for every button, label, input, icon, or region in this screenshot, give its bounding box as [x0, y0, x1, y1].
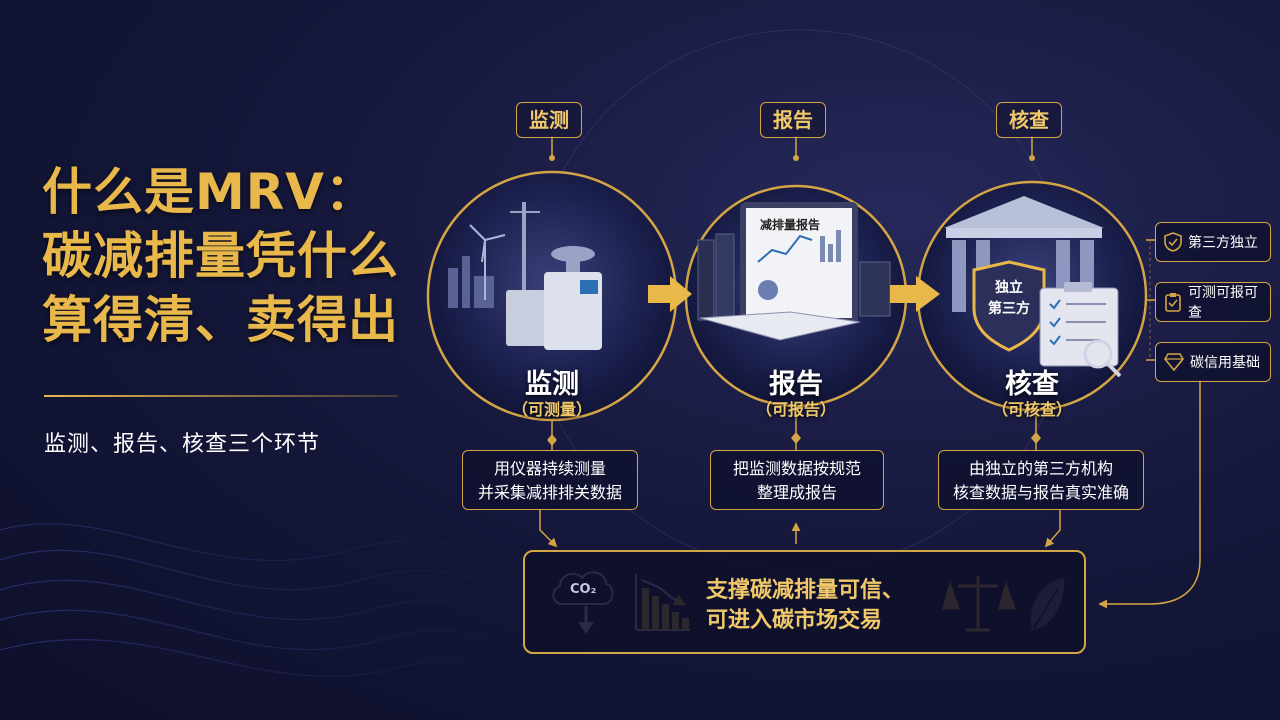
reporting-desc-line-1: 把监测数据按规范 — [732, 459, 861, 478]
diamond-icon — [1164, 353, 1184, 371]
shield-label: 独立 第三方 — [976, 278, 1042, 320]
wave-decoration — [0, 523, 561, 711]
monitoring-circle — [426, 170, 678, 422]
checklist-icon — [1165, 293, 1181, 312]
verification-description: 由独立的第三方机构 核查数据与报告真实准确 — [938, 450, 1144, 510]
tag-verification: 核查 — [996, 102, 1062, 138]
verification-desc-line-1: 由独立的第三方机构 — [968, 459, 1113, 478]
reporting-label: 报告 — [769, 369, 823, 400]
verification-circle — [916, 180, 1148, 412]
verification-desc-line-2: 核查数据与报告真实准确 — [952, 483, 1129, 502]
verification-sublabel: （可核查） — [991, 400, 1072, 419]
report-document-title: 减排量报告 — [760, 218, 821, 232]
outcome-line-2: 可进入碳市场交易 — [706, 608, 883, 633]
title-line-2: 碳减排量凭什么 — [42, 227, 399, 285]
side-tag-mrv: 可测可报可查 — [1155, 282, 1271, 322]
reporting-sublabel: （可报告） — [755, 400, 836, 419]
shield-line-2: 第三方 — [988, 301, 1030, 317]
tag-reporting: 报告 — [760, 102, 826, 138]
outcome-text: 支撑碳减排量可信、 可进入碳市场交易 — [706, 576, 904, 636]
title-line-3: 算得清、卖得出 — [42, 291, 399, 349]
monitoring-desc-line-2: 并采集减排排关数据 — [477, 483, 622, 502]
side-tag-third-party: 第三方独立 — [1155, 222, 1271, 262]
reporting-desc-line-2: 整理成报告 — [756, 483, 837, 502]
verification-label: 核查 — [1005, 369, 1059, 400]
monitoring-desc-line-1: 用仪器持续测量 — [493, 459, 606, 478]
page-title: 什么是MRV： 碳减排量凭什么 算得清、卖得出 — [42, 160, 422, 352]
side-tag-label: 碳信用基础 — [1190, 355, 1260, 371]
side-tag-label: 第三方独立 — [1188, 235, 1258, 251]
report-circle — [684, 184, 908, 408]
reporting-description: 把监测数据按规范 整理成报告 — [710, 450, 884, 510]
title-line-1: 什么是MRV： — [42, 163, 376, 221]
shield-line-1: 独立 — [995, 280, 1023, 296]
monitoring-sublabel: （可测量） — [511, 400, 592, 419]
outcome-line-1: 支撑碳减排量可信、 — [706, 578, 905, 603]
outcome-box — [523, 550, 1086, 654]
flow-arrow-2 — [890, 276, 940, 312]
side-tag-label: 可测可报可查 — [1188, 285, 1258, 321]
monitoring-description: 用仪器持续测量 并采集减排排关数据 — [462, 450, 638, 510]
side-tag-carbon-credit: 碳信用基础 — [1155, 342, 1271, 382]
page-subtitle: 监测、报告、核查三个环节 — [44, 432, 321, 457]
flow-arrow-1 — [648, 276, 692, 312]
shield-check-icon — [1164, 232, 1182, 252]
tag-monitoring: 监测 — [516, 102, 582, 138]
co2-label: CO₂ — [570, 582, 597, 597]
title-divider — [44, 395, 398, 397]
monitoring-label: 监测 — [525, 369, 579, 400]
